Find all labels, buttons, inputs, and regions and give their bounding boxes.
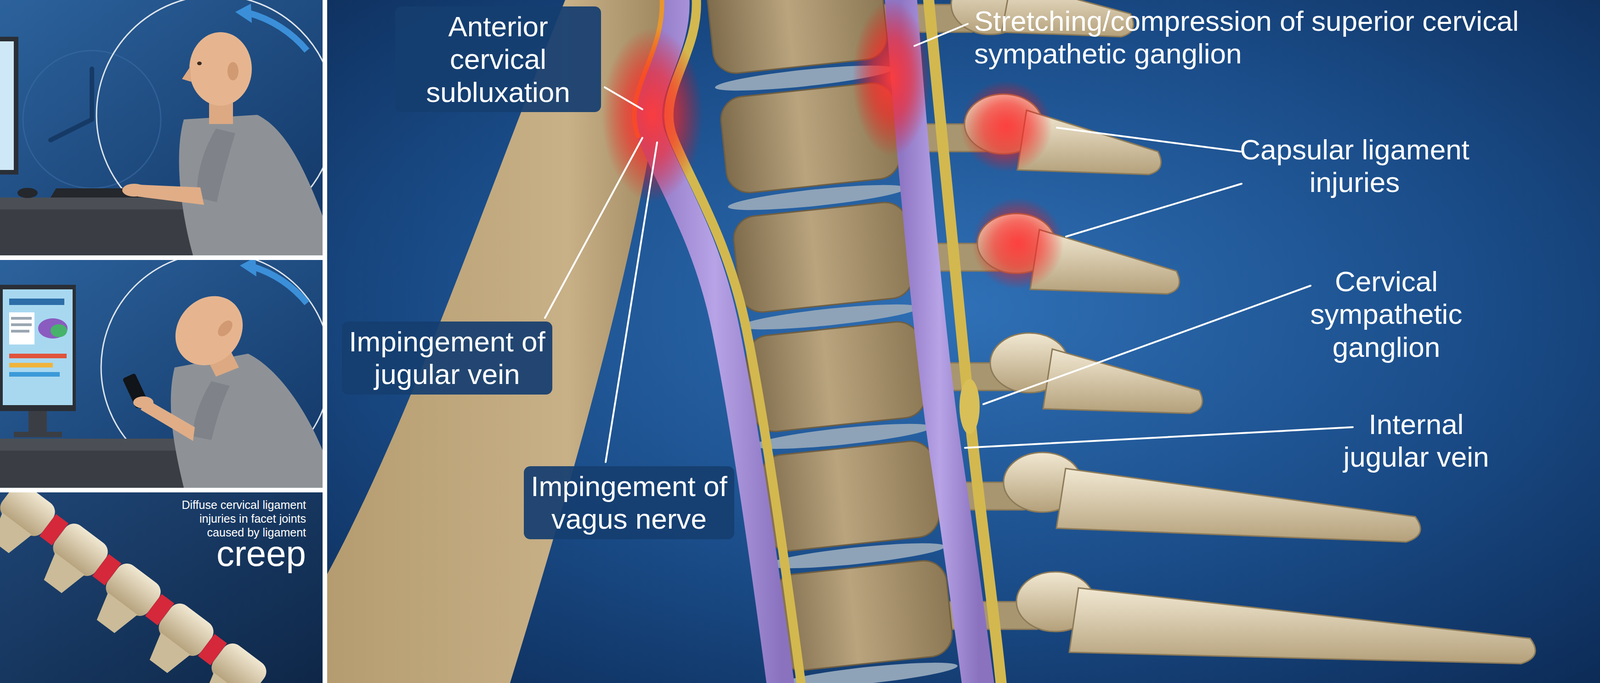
capsular-glow [960,80,1053,173]
leader-line [605,142,658,463]
cervical-spine-panel [327,0,1600,683]
forward-head-panel [0,260,323,488]
capsular-glow [971,197,1064,290]
ligament-creep-panel [0,492,323,683]
callout-label: Internal jugular vein [1324,408,1509,474]
ganglion-glow [852,0,931,157]
leader-line [983,285,1311,405]
leader-line [604,87,643,110]
panel-note: Diffuse cervical ligament injuries in fa… [165,498,307,540]
leader-line [1056,127,1241,152]
leader-line [914,23,968,46]
leader-line [544,137,643,318]
callout-label: Impingement of jugular vein [341,321,553,395]
sympathetic-ganglion [959,379,980,435]
callout-label: Cervical sympathetic ganglion [1257,265,1515,364]
leader-line [1066,183,1242,237]
panel-keyword: creep [214,535,307,572]
callout-label: Impingement of vagus nerve [523,466,735,540]
leader-line [964,427,1353,449]
callout-label: Stretching/compression of superior cervi… [974,4,1586,71]
callout-label: Anterior cervical subluxation [395,6,602,113]
callout-label: Capsular ligament injuries [1237,133,1472,199]
leader-lines [544,23,1353,463]
upright-posture-panel [0,0,323,256]
